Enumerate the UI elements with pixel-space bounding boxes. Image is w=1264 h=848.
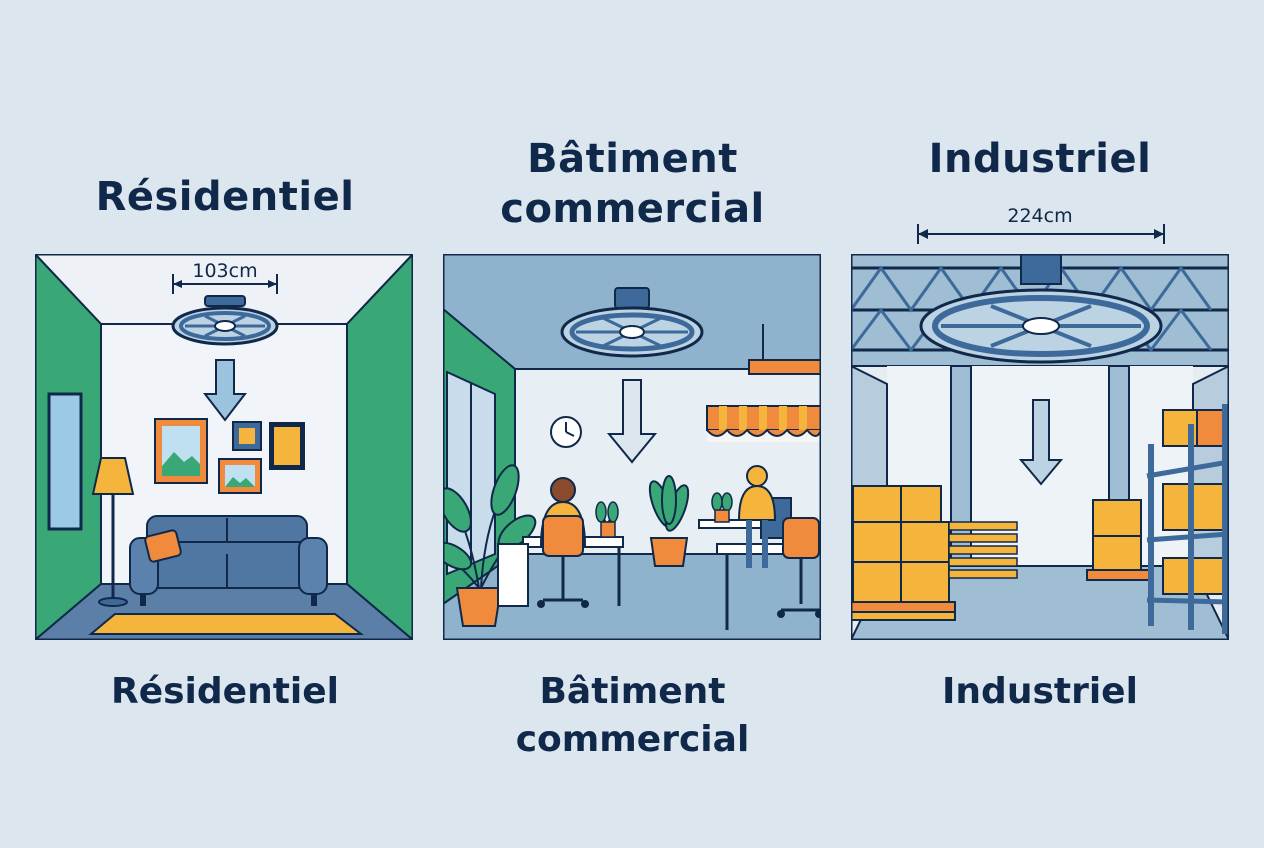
pallet-rack-icon <box>1146 404 1229 634</box>
ceiling-fan-icon <box>919 254 1163 364</box>
title-commercial-line1: Bâtiment <box>527 136 738 182</box>
commercial-panel <box>443 254 821 640</box>
plant-icon <box>648 475 690 567</box>
caption-commercial-line1: Bâtiment <box>539 671 726 712</box>
down-arrow-icon <box>606 379 658 464</box>
sofa-icon <box>129 515 328 606</box>
ceiling-fan-icon <box>560 287 704 358</box>
title-industrial: Industriel <box>870 134 1210 184</box>
caption-industrial: Industriel <box>870 668 1210 716</box>
pallet-stack <box>948 521 1018 579</box>
industrial-dimension-label: 224cm <box>1007 205 1072 227</box>
title-commercial: Bâtiment commercial <box>460 134 805 234</box>
caption-industrial-line1: Industriel <box>942 671 1138 712</box>
caption-commercial-line2: commercial <box>515 719 750 760</box>
down-arrow-icon <box>1018 399 1064 486</box>
clock-icon <box>550 416 582 448</box>
industrial-dimension: 224cm <box>917 205 1165 244</box>
floor-lamp-icon <box>91 457 135 607</box>
title-residential: Résidentiel <box>60 172 390 222</box>
residential-dimension-label: 103cm <box>192 260 257 282</box>
residential-panel: 103cm <box>35 254 413 640</box>
ceiling-fan-icon <box>171 295 279 346</box>
caption-commercial: Bâtiment commercial <box>460 668 805 764</box>
caption-residential-line1: Résidentiel <box>110 671 340 712</box>
down-arrow-icon <box>202 359 248 422</box>
box-stack-icon <box>851 485 956 621</box>
caption-residential: Résidentiel <box>60 668 390 716</box>
industrial-panel <box>851 254 1229 640</box>
title-commercial-line2: commercial <box>500 186 765 232</box>
title-industrial-line1: Industriel <box>928 136 1152 182</box>
title-residential-line1: Résidentiel <box>95 174 355 220</box>
